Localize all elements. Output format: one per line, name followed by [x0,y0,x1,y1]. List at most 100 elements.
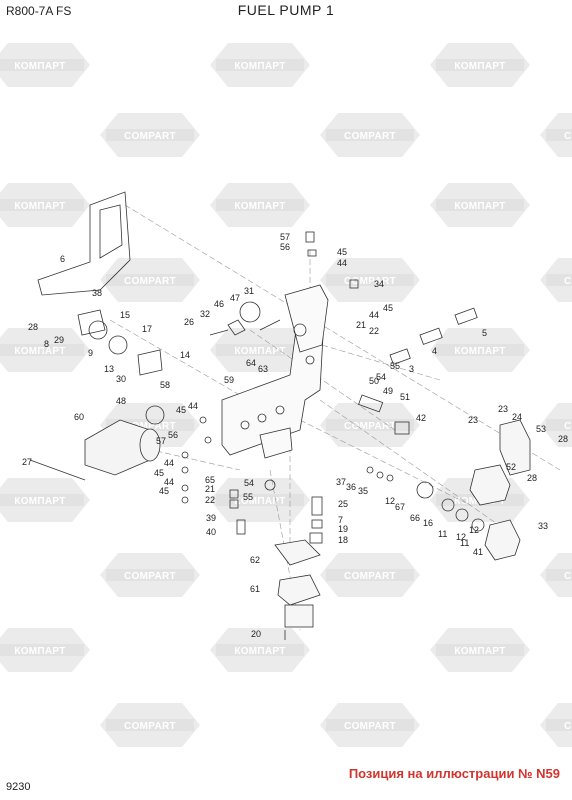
watermark-logo: КОМПАРТ [0,183,90,227]
callout-number: 67 [395,502,405,512]
callout-number: 57 [156,436,166,446]
callout-number: 38 [92,288,102,298]
watermark-text: COMPART [564,276,572,287]
callout-number: 61 [250,584,260,594]
callout-number: 33 [538,521,548,531]
callout-number: 58 [160,380,170,390]
callout-number: 37 [336,477,346,487]
callout-number: 23 [498,404,508,414]
callout-number: 21 [356,320,366,330]
watermark-text: КОМПАРТ [234,346,285,357]
callout-number: 22 [369,326,379,336]
gasket-part [37,191,131,296]
callout-number: 13 [104,364,114,374]
watermark-text: COMPART [344,571,396,582]
watermark-logo: COMPART [100,703,200,747]
watermark-text: COMPART [564,421,572,432]
watermark-logo: КОМПАРТ [0,628,90,672]
callout-number: 14 [180,350,190,360]
callout-number: 59 [224,375,234,385]
callout-number: 45 [154,468,164,478]
callout-number: 19 [338,524,348,534]
watermark-logo: COMPART [320,403,420,447]
watermark-text: COMPART [124,276,176,287]
callout-number: 12 [456,532,466,542]
watermark-text: КОМПАРТ [454,646,505,657]
callout-number: 55 [243,492,253,502]
watermark-text: КОМПАРТ [454,346,505,357]
callout-number: 45 [159,486,169,496]
callout-number: 50 [369,376,379,386]
callout-number: 45 [176,405,186,415]
watermark-text: КОМПАРТ [454,61,505,72]
callout-number: 60 [74,412,84,422]
watermark-logo: COMPART [320,258,420,302]
watermark-logo: COMPART [100,553,200,597]
callout-number: 53 [536,424,546,434]
watermark-logo: COMPART [540,258,572,302]
callout-number: 52 [506,462,516,472]
watermark-logo: КОМПАРТ [0,328,90,372]
callout-number: 28 [28,322,38,332]
callout-number: 16 [423,518,433,528]
callout-number: 11 [438,529,447,539]
callout-number: 66 [410,513,420,523]
callout-number: 63 [258,364,268,374]
watermark-logo: КОМПАРТ [430,328,530,372]
callout-number: 26 [184,317,194,327]
watermark-logo: КОМПАРТ [210,478,310,522]
watermark-logo: КОМПАРТ [0,43,90,87]
watermark-text: COMPART [124,721,176,732]
small-parts [77,231,485,544]
watermark-text: КОМПАРТ [14,201,65,212]
watermark-text: КОМПАРТ [234,61,285,72]
callout-number: 15 [120,310,130,320]
watermark-logo: КОМПАРТ [210,43,310,87]
callout-number: 22 [205,495,215,505]
callout-number: 6 [60,254,65,264]
callout-number: 41 [473,547,483,557]
solenoid-parts [469,419,531,561]
watermark-logo: КОМПАРТ [430,183,530,227]
pump-body-part [221,284,329,459]
callout-number: 12 [385,496,395,506]
callout-number: 28 [558,434,568,444]
callout-number: 54 [244,478,254,488]
callout-number: 40 [206,527,216,537]
callout-number: 17 [142,324,152,334]
callout-number: 48 [116,396,126,406]
callout-number: 56 [168,430,178,440]
watermark-text: КОМПАРТ [14,346,65,357]
callout-number: 8 [44,339,49,349]
watermark-text: КОМПАРТ [14,646,65,657]
callout-number: 44 [188,401,198,411]
watermark-logo: COMPART [100,258,200,302]
watermark-text: COMPART [564,571,572,582]
watermark-text: COMPART [344,721,396,732]
callout-number: 65 [205,475,215,485]
watermark-text: COMPART [344,276,396,287]
callout-number: 47 [230,293,240,303]
callout-number: 44 [164,477,174,487]
callout-number: 44 [337,258,347,268]
watermark-text: COMPART [344,421,396,432]
filter-part [274,539,321,640]
callout-number: 49 [383,386,393,396]
page-number: 9230 [6,781,31,793]
watermark-logo: COMPART [540,703,572,747]
watermark-text: COMPART [564,131,572,142]
callout-number: 29 [54,335,64,345]
watermark-logo: КОМПАРТ [210,628,310,672]
callout-number: 32 [200,309,210,319]
watermark-text: COMPART [344,131,396,142]
watermark-logo: COMPART [100,113,200,157]
callout-number: 7 [338,515,343,525]
callout-number: 45 [337,247,347,257]
watermark-logo: КОМПАРТ [0,478,90,522]
watermark-logo: COMPART [320,113,420,157]
model-label: R800-7A FS [6,4,72,18]
callout-number: 27 [22,457,32,467]
callout-number: 35 [358,486,368,496]
